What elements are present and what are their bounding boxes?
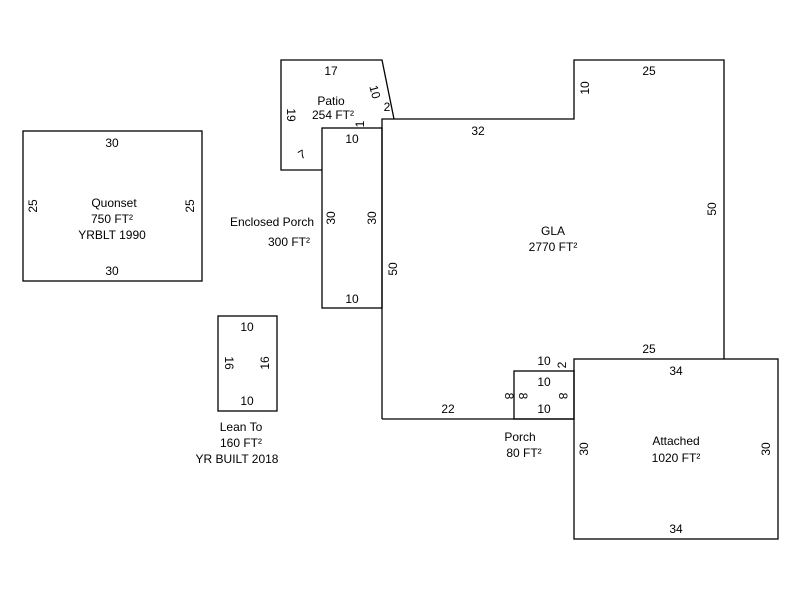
- attached-area: 1020 FT²: [652, 451, 701, 465]
- enclosed-porch-name: Enclosed Porch: [230, 215, 314, 229]
- quonset-outline[interactable]: [22, 130, 203, 282]
- gla-dim-right: 50: [705, 202, 719, 216]
- patio-dim-short-right: 2: [384, 100, 391, 114]
- gla-area: 2770 FT²: [529, 240, 578, 254]
- porch-area: 80 FT²: [506, 446, 541, 460]
- attached-dim-left: 30: [577, 442, 591, 456]
- gla-name: GLA: [541, 224, 565, 238]
- patio-dim-diagonal: 10: [366, 84, 383, 101]
- enclosed-porch-dim-top: 10: [345, 132, 359, 146]
- quonset-area: 750 FT²: [91, 212, 133, 226]
- gla-outline[interactable]: [381, 59, 725, 419]
- gla-dim-bottom-step-top: 10: [537, 354, 551, 368]
- gla-dim-top-step: 10: [578, 81, 592, 95]
- porch-name: Porch: [504, 430, 535, 444]
- gla-dim-bottom-step-left: 8: [502, 393, 516, 400]
- quonset-dim-bottom: 30: [105, 264, 119, 278]
- gla-dim-bottom-step-right: 2: [555, 361, 569, 368]
- lean-to-area: 160 FT²: [220, 436, 262, 450]
- porch-dim-right: 8: [556, 393, 570, 400]
- quonset-dim-left: 25: [26, 199, 40, 213]
- quonset-year-built: YRBLT 1990: [78, 228, 146, 242]
- area-lean-to[interactable]: 10 10 16 16 Lean To 160 FT² YR BUILT 201…: [196, 315, 279, 466]
- lean-to-outline[interactable]: [217, 315, 278, 412]
- gla-dim-bottom-right: 25: [642, 342, 656, 356]
- area-attached[interactable]: 34 34 30 30 Attached 1020 FT²: [573, 358, 779, 540]
- gla-dim-top-left: 32: [471, 124, 485, 138]
- lean-to-dim-left: 16: [222, 356, 236, 370]
- porch-dim-left: 8: [516, 393, 530, 400]
- attached-dim-top: 34: [669, 364, 683, 378]
- area-quonset[interactable]: 30 30 25 25 Quonset 750 FT² YRBLT 1990: [22, 130, 203, 282]
- enclosed-porch-dim-right: 30: [365, 211, 379, 225]
- area-patio[interactable]: 17 19 10 2 1 7 Patio 254 FT²: [280, 59, 395, 171]
- porch-dim-top: 10: [537, 375, 551, 389]
- lean-to-dim-right: 16: [258, 356, 272, 370]
- enclosed-porch-area: 300 FT²: [268, 235, 310, 249]
- quonset-dim-right: 25: [183, 199, 197, 213]
- lean-to-name: Lean To: [220, 420, 263, 434]
- attached-name: Attached: [652, 434, 699, 448]
- attached-dim-bottom: 34: [669, 522, 683, 536]
- enclosed-porch-dim-bottom: 10: [345, 292, 359, 306]
- area-gla[interactable]: 32 10 25 50 50 22 8 10 2 25 GLA 2770 FT²: [381, 59, 725, 420]
- lean-to-dim-top: 10: [240, 320, 254, 334]
- lean-to-dim-bottom: 10: [240, 394, 254, 408]
- area-enclosed-porch[interactable]: 10 10 30 30 Enclosed Porch 300 FT²: [230, 127, 383, 309]
- patio-name: Patio: [317, 94, 345, 108]
- quonset-dim-top: 30: [105, 136, 119, 150]
- patio-dim-step: 1: [353, 120, 367, 127]
- patio-dim-corner: 7: [296, 147, 309, 163]
- gla-dim-top-right: 25: [642, 64, 656, 78]
- attached-dim-right: 30: [759, 442, 773, 456]
- enclosed-porch-dim-left: 30: [324, 211, 338, 225]
- attached-outline[interactable]: [573, 358, 779, 540]
- patio-dim-left: 19: [284, 108, 298, 122]
- patio-area: 254 FT²: [312, 108, 354, 122]
- area-porch[interactable]: 10 10 8 8 Porch 80 FT²: [504, 370, 575, 460]
- patio-dim-top: 17: [324, 64, 338, 78]
- gla-dim-bottom-left: 22: [441, 402, 455, 416]
- patio-outline[interactable]: [280, 59, 395, 171]
- gla-dim-left: 50: [386, 262, 400, 276]
- porch-dim-bottom: 10: [537, 402, 551, 416]
- quonset-name: Quonset: [91, 196, 137, 210]
- lean-to-year-built: YR BUILT 2018: [196, 452, 279, 466]
